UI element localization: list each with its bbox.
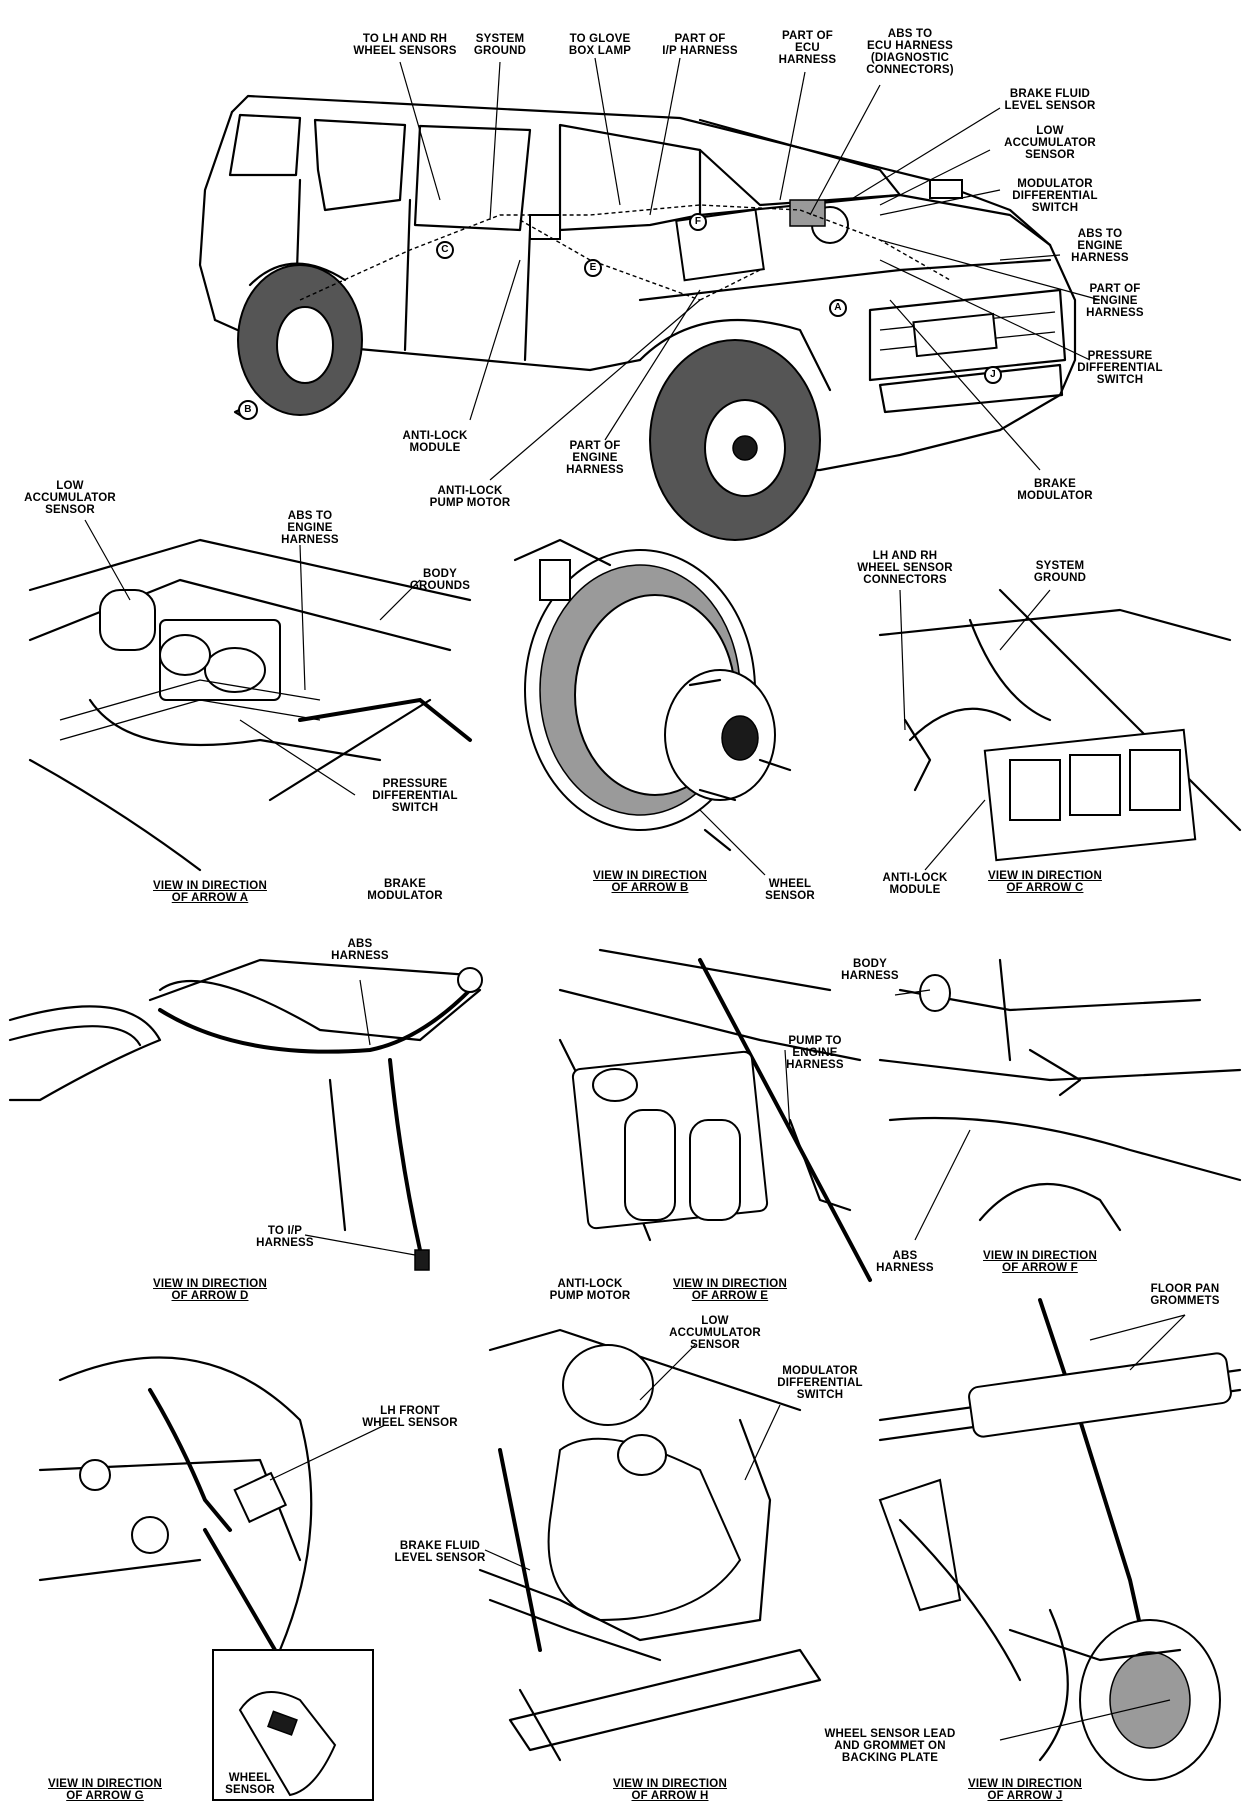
label-brake-modulator: BRAKE MODULATOR: [1017, 478, 1093, 502]
label-anti-lock-pump-motor: ANTI-LOCK PUMP MOTOR: [429, 485, 511, 509]
view-a-label-brake-modulator: BRAKE MODULATOR: [367, 878, 443, 902]
view-d-illustration: [8, 958, 483, 1271]
arrow-letter-b: B: [244, 404, 252, 415]
view-d-caption: VIEW IN DIRECTION OF ARROW D: [153, 1278, 267, 1302]
view-h-caption: VIEW IN DIRECTION OF ARROW H: [613, 1778, 727, 1802]
view-e-label-anti-lock-pump: ANTI-LOCK PUMP MOTOR: [549, 1278, 631, 1302]
view-c-label-system-ground: SYSTEM GROUND: [1033, 560, 1087, 584]
view-a-label-body-grounds: BODY GROUNDS: [409, 568, 471, 592]
label-part-of-engine-harness-right: PART OF ENGINE HARNESS: [1086, 283, 1144, 319]
view-c-caption: VIEW IN DIRECTION OF ARROW C: [988, 870, 1102, 894]
arrow-letter-e: E: [589, 262, 597, 273]
view-f-label-body-harness: BODY HARNESS: [841, 958, 899, 982]
view-d-label-abs-harness: ABS HARNESS: [331, 938, 389, 962]
view-c-label-sensor-connectors: LH AND RH WHEEL SENSOR CONNECTORS: [857, 550, 953, 586]
view-h-label-brake-fluid-level: BRAKE FLUID LEVEL SENSOR: [394, 1540, 486, 1564]
arrow-b-icon: [233, 400, 258, 420]
label-to-glove-box-lamp: TO GLOVE BOX LAMP: [568, 33, 632, 57]
label-anti-lock-module: ANTI-LOCK MODULE: [402, 430, 468, 454]
label-to-wheel-sensors: TO LH AND RH WHEEL SENSORS: [353, 33, 457, 57]
view-a-label-low-accumulator: LOW ACCUMULATOR SENSOR: [24, 480, 116, 516]
view-h-label-modulator-differential: MODULATOR DIFFERENTIAL SWITCH: [777, 1365, 863, 1401]
view-b-label-wheel-sensor: WHEEL SENSOR: [765, 878, 815, 902]
arrow-a-marker: [829, 299, 847, 317]
arrow-f-marker: [689, 213, 707, 231]
arrow-letter-f: F: [694, 216, 702, 227]
arrow-e-marker: [584, 259, 602, 277]
label-brake-fluid-level-sensor: BRAKE FLUID LEVEL SENSOR: [1004, 88, 1096, 112]
view-g-label-lh-front-wheel-sensor: LH FRONT WHEEL SENSOR: [362, 1405, 458, 1429]
arrow-c-marker: [436, 241, 454, 259]
view-b-caption: VIEW IN DIRECTION OF ARROW B: [593, 870, 707, 894]
vehicle-illustration: [198, 57, 1101, 541]
arrow-letter-a: A: [834, 302, 842, 313]
view-f-illustration: [878, 958, 1242, 1241]
view-j-label-wheel-sensor-lead: WHEEL SENSOR LEAD AND GROMMET ON BACKING…: [824, 1728, 956, 1764]
view-f-caption: VIEW IN DIRECTION OF ARROW F: [983, 1250, 1097, 1274]
label-part-of-ip-harness: PART OF I/P HARNESS: [662, 33, 738, 57]
label-modulator-differential-switch: MODULATOR DIFFERENTIAL SWITCH: [1012, 178, 1098, 214]
view-a-caption: VIEW IN DIRECTION OF ARROW A: [153, 880, 267, 904]
view-j-illustration: [878, 1298, 1242, 1781]
view-g-caption: VIEW IN DIRECTION OF ARROW G: [48, 1778, 162, 1802]
view-h-illustration: [478, 1328, 822, 1762]
arrow-letter-c: C: [441, 244, 449, 255]
view-j-caption: VIEW IN DIRECTION OF ARROW J: [968, 1778, 1082, 1802]
view-b-illustration: [513, 538, 792, 876]
view-h-label-low-accumulator: LOW ACCUMULATOR SENSOR: [669, 1315, 761, 1351]
view-j-label-floor-pan-grommets: FLOOR PAN GROMMETS: [1150, 1283, 1220, 1307]
view-c-label-anti-lock-module: ANTI-LOCK MODULE: [882, 872, 948, 896]
view-a-label-abs-to-engine: ABS TO ENGINE HARNESS: [281, 510, 339, 546]
view-f-label-abs-harness: ABS HARNESS: [876, 1250, 934, 1274]
label-system-ground: SYSTEM GROUND: [473, 33, 527, 57]
label-pressure-differential-switch: PRESSURE DIFFERENTIAL SWITCH: [1077, 350, 1163, 386]
arrow-letter-j: J: [990, 369, 996, 380]
label-abs-to-ecu-harness: ABS TO ECU HARNESS (DIAGNOSTIC CONNECTOR…: [866, 28, 954, 76]
label-low-accumulator-sensor: LOW ACCUMULATOR SENSOR: [1004, 125, 1096, 161]
label-part-of-engine-harness-center: PART OF ENGINE HARNESS: [566, 440, 624, 476]
view-g-label-wheel-sensor: WHEEL SENSOR: [225, 1772, 275, 1796]
view-a-label-pressure-differential: PRESSURE DIFFERENTIAL SWITCH: [372, 778, 458, 814]
view-e-illustration: [558, 948, 872, 1282]
view-e-label-pump-to-engine: PUMP TO ENGINE HARNESS: [786, 1035, 844, 1071]
arrow-j-marker: [984, 366, 1002, 384]
view-g-illustration: [38, 1356, 386, 1801]
label-part-of-ecu-harness: PART OF ECU HARNESS: [778, 30, 837, 66]
view-d-label-to-ip-harness: TO I/P HARNESS: [256, 1225, 314, 1249]
view-c-illustration: [878, 588, 1242, 871]
label-abs-to-engine-harness: ABS TO ENGINE HARNESS: [1071, 228, 1129, 264]
view-a-illustration: [28, 519, 472, 872]
view-e-caption: VIEW IN DIRECTION OF ARROW E: [673, 1278, 787, 1302]
